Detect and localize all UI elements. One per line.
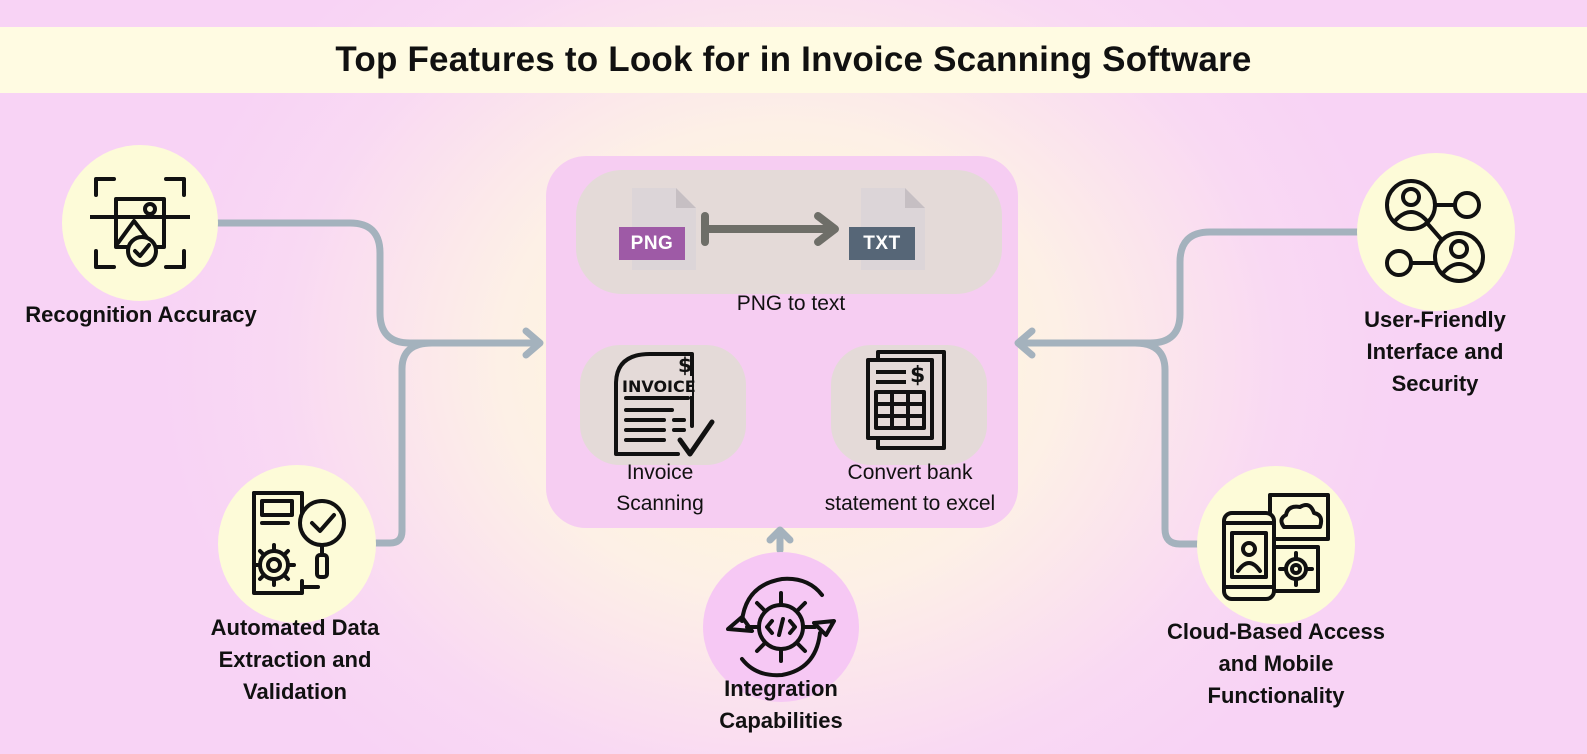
title-band: Top Features to Look for in Invoice Scan…: [0, 27, 1587, 93]
integration-circle: [703, 552, 859, 702]
connector-left-arrowhead: [522, 327, 544, 359]
integration-label-2: Capabilities: [719, 708, 843, 733]
svg-text:$: $: [678, 353, 692, 377]
bank-caption-1: Convert bank: [847, 461, 973, 484]
png-to-text-caption: PNG to text: [736, 292, 846, 315]
mobile-cloud-gear-icon: [1222, 493, 1330, 601]
invoice-icon-text: INVOICE: [622, 377, 696, 396]
connector-bottom-arrowhead: [766, 526, 794, 544]
user-friendly-label-1: User-Friendly: [1364, 307, 1506, 332]
cloud-label-1: Cloud-Based Access: [1166, 619, 1386, 644]
cloud-circle: [1197, 466, 1355, 624]
page-title: Top Features to Look for in Invoice Scan…: [335, 40, 1252, 79]
document-gear-magnifier-icon: [252, 491, 346, 595]
connector-right-arrowhead: [1014, 327, 1036, 359]
automated-label-2: Extraction and: [218, 647, 372, 672]
integration-label-1: Integration: [724, 676, 838, 701]
conversion-arrow-icon: [701, 212, 839, 246]
svg-text:$: $: [910, 363, 925, 388]
connector-cloud: [1016, 339, 1201, 548]
bank-caption-2: statement to excel: [824, 492, 996, 515]
recognition-label: Recognition Accuracy: [25, 302, 257, 327]
invoice-document-icon: $ INVOICE: [614, 352, 715, 457]
spreadsheet-document-icon: $: [866, 350, 946, 450]
invoice-caption-1: Invoice: [626, 461, 694, 484]
automated-circle: [218, 465, 376, 623]
user-network-icon: [1385, 179, 1485, 283]
connector-recognition: [214, 219, 542, 347]
user-friendly-label-3: Security: [1391, 371, 1479, 396]
image-scan-check-icon: [90, 177, 190, 269]
recognition-circle: [62, 145, 218, 301]
invoice-caption-2: Scanning: [616, 492, 704, 515]
connector-automated: [372, 339, 542, 547]
txt-badge: TXT: [849, 227, 915, 260]
automated-label-1: Automated Data: [210, 615, 380, 640]
png-badge: PNG: [619, 227, 685, 260]
user-friendly-circle: [1357, 153, 1515, 311]
gear-code-cycle-icon: [726, 576, 836, 678]
connector-user-friendly: [1016, 228, 1361, 347]
user-friendly-label-2: Interface and: [1366, 339, 1504, 364]
cloud-label-3: Functionality: [1207, 683, 1345, 708]
automated-label-3: Validation: [243, 679, 347, 704]
cloud-label-2: and Mobile: [1218, 651, 1334, 676]
invoice-box: [580, 345, 746, 465]
